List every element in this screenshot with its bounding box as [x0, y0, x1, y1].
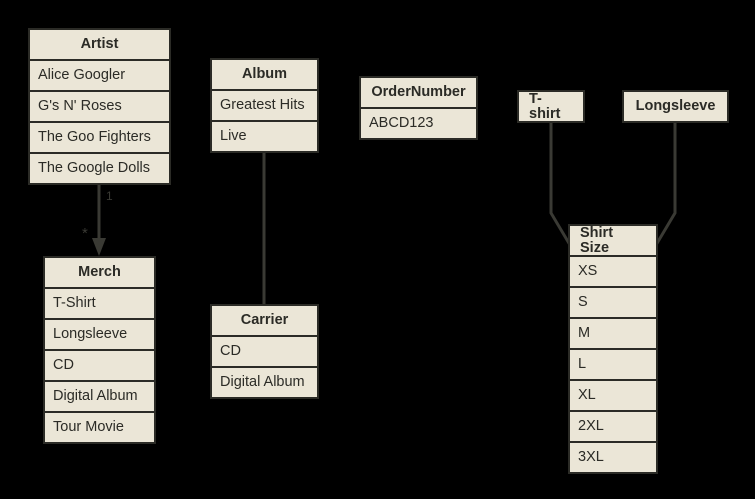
entity-shirt-size-row[interactable]: XL [570, 381, 656, 410]
entity-longsleeve[interactable]: Longsleeve [622, 90, 729, 123]
entity-shirt-size[interactable]: Shirt Size XS S M L XL 2XL 3XL [568, 224, 658, 474]
multiplicity-label-source: 1 [106, 189, 113, 203]
entity-shirt-size-row[interactable]: M [570, 319, 656, 348]
entity-merch-row[interactable]: CD [45, 351, 154, 380]
entity-shirt-size-row[interactable]: 3XL [570, 443, 656, 472]
entity-artist-row[interactable]: G's N' Roses [30, 92, 169, 121]
entity-artist[interactable]: Artist Alice Googler G's N' Roses The Go… [28, 28, 171, 185]
entity-shirt-size-header: Shirt Size [570, 226, 656, 255]
entity-album-header: Album [212, 60, 317, 89]
entity-carrier-header: Carrier [212, 306, 317, 335]
entity-artist-row[interactable]: Alice Googler [30, 61, 169, 90]
edge-artist-merch [92, 184, 106, 256]
entity-merch-row[interactable]: Digital Album [45, 382, 154, 411]
entity-order-number-row[interactable]: ABCD123 [361, 109, 476, 138]
entity-shirt-size-row[interactable]: XS [570, 257, 656, 286]
entity-shirt-size-row[interactable]: 2XL [570, 412, 656, 441]
entity-shirt-size-row[interactable]: S [570, 288, 656, 317]
entity-longsleeve-header: Longsleeve [624, 92, 727, 121]
entity-tshirt-header: T-shirt [519, 92, 583, 121]
entity-merch[interactable]: Merch T-Shirt Longsleeve CD Digital Albu… [43, 256, 156, 444]
multiplicity-label-target: * [82, 225, 88, 242]
entity-album[interactable]: Album Greatest Hits Live [210, 58, 319, 153]
entity-shirt-size-row[interactable]: L [570, 350, 656, 379]
entity-artist-row[interactable]: The Goo Fighters [30, 123, 169, 152]
entity-carrier-row[interactable]: CD [212, 337, 317, 366]
entity-merch-header: Merch [45, 258, 154, 287]
entity-tshirt[interactable]: T-shirt [517, 90, 585, 123]
entity-merch-row[interactable]: T-Shirt [45, 289, 154, 318]
entity-album-row[interactable]: Live [212, 122, 317, 151]
entity-artist-header: Artist [30, 30, 169, 59]
entity-order-number[interactable]: OrderNumber ABCD123 [359, 76, 478, 140]
entity-merch-row[interactable]: Tour Movie [45, 413, 154, 442]
entity-order-number-header: OrderNumber [361, 78, 476, 107]
entity-artist-row[interactable]: The Google Dolls [30, 154, 169, 183]
entity-carrier[interactable]: Carrier CD Digital Album [210, 304, 319, 399]
entity-merch-row[interactable]: Longsleeve [45, 320, 154, 349]
entity-carrier-row[interactable]: Digital Album [212, 368, 317, 397]
entity-album-row[interactable]: Greatest Hits [212, 91, 317, 120]
